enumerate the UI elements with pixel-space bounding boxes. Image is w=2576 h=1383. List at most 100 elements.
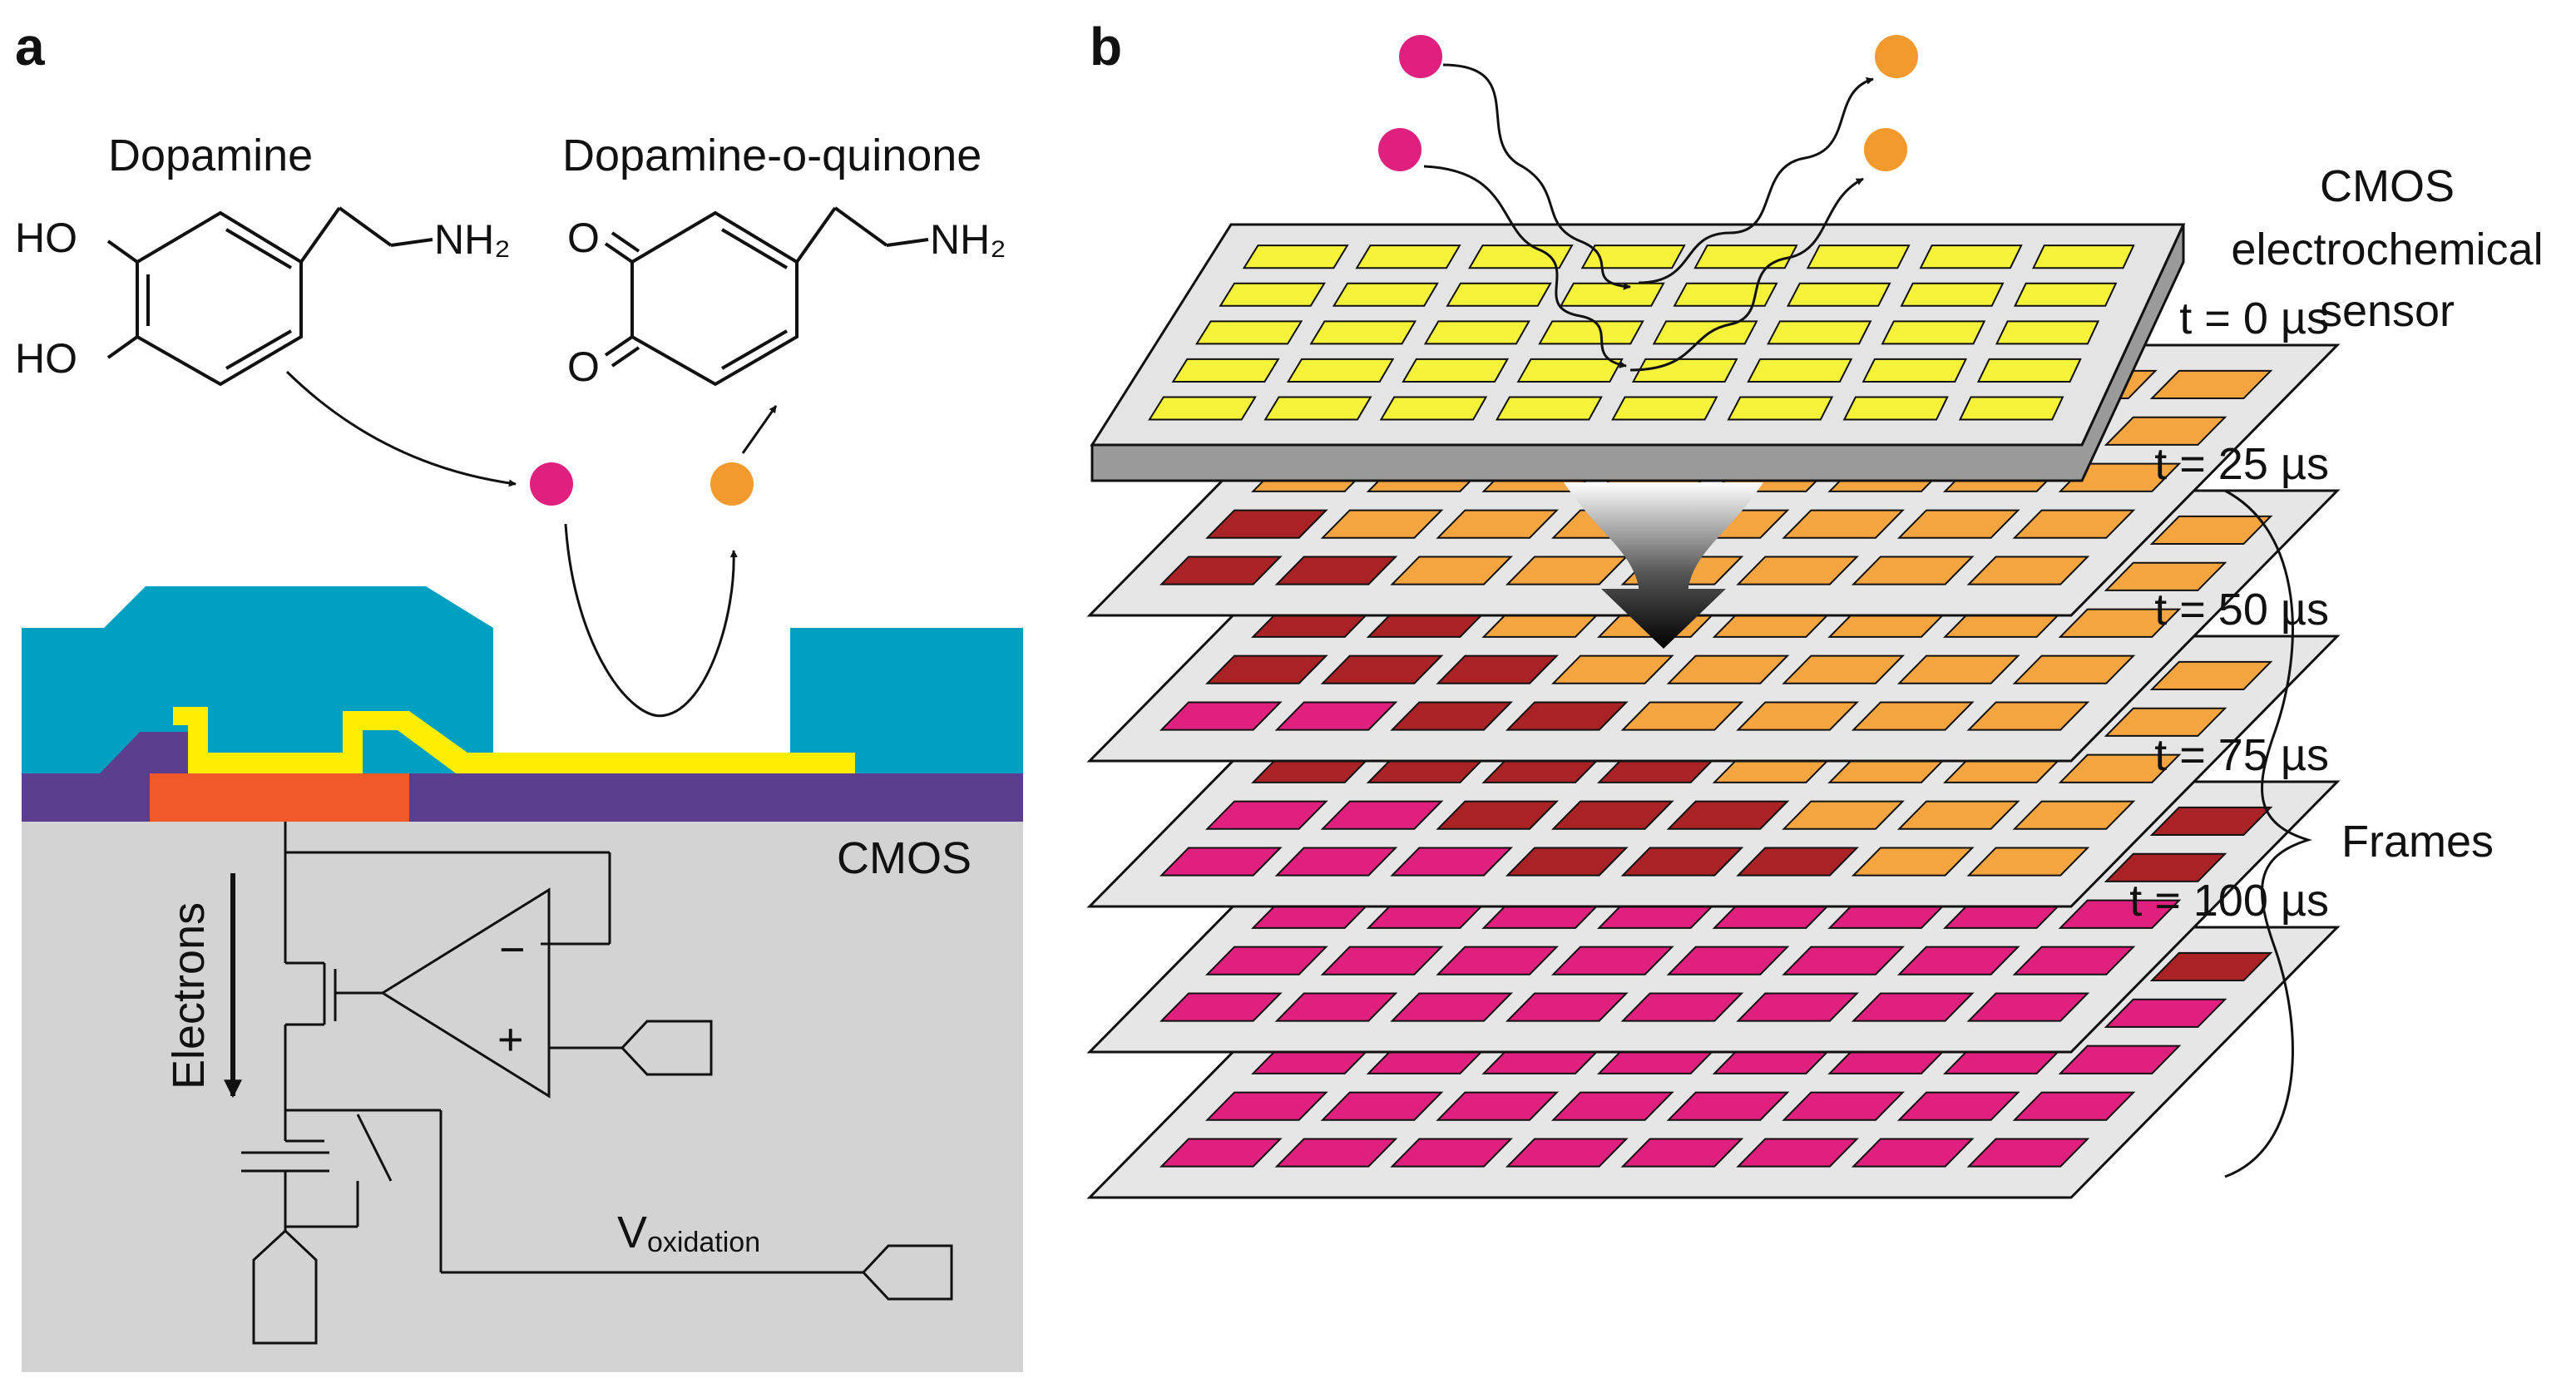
frame-4-pixel <box>1966 1138 2090 1168</box>
sensor-pixel <box>1900 282 2005 307</box>
frame-2-pixel <box>1851 847 1975 877</box>
frame-4-pixel <box>1736 1138 1859 1168</box>
electrode-layer <box>173 707 855 773</box>
frame-0-pixel <box>1966 556 2090 585</box>
oxide-slope <box>100 732 191 773</box>
frames-label: Frames <box>2341 817 2494 867</box>
frame-1-pixel <box>1550 654 1674 684</box>
frame-0-pixel <box>1782 509 1906 539</box>
quinone-release-arrow <box>741 405 778 454</box>
sensor-label-line-2: electrochemical <box>2231 225 2543 274</box>
frame-4-pixel <box>1205 1091 1328 1121</box>
frame-1-pixel <box>2149 515 2273 546</box>
frame-3-pixel <box>2012 946 2136 976</box>
dopamine-oh-bottom: HO <box>15 335 77 382</box>
quinone-structure <box>604 206 929 387</box>
frame-3-pixel <box>1320 946 1444 976</box>
cmos-substrate <box>22 822 1023 1372</box>
frame-time-label: t = 50 µs <box>2154 585 2329 635</box>
frame-2-pixel <box>1205 800 1328 830</box>
sensor-pixel <box>1263 396 1372 421</box>
dopamine-structure <box>106 206 433 387</box>
frame-4-pixel <box>1505 1138 1629 1168</box>
outgoing-quinone-particle-2 <box>1864 128 1907 171</box>
frame-3-pixel <box>1620 992 1744 1022</box>
frame-1-pixel <box>1896 654 2020 684</box>
sensor-pixel <box>1423 320 1530 345</box>
frame-1-pixel <box>2012 654 2136 684</box>
frame-2-pixel <box>1736 847 1859 877</box>
sensor-pixel <box>1995 320 2100 345</box>
frame-4-pixel <box>1320 1091 1444 1121</box>
frame-4-pixel <box>1620 1138 1744 1168</box>
frame-2-pixel <box>2104 707 2227 737</box>
frame-1-pixel <box>1320 654 1444 684</box>
dopamine-to-particle-arrow <box>285 370 517 487</box>
frame-2-pixel <box>1159 847 1283 877</box>
sensor-pixel <box>1309 320 1417 345</box>
readout-circuit <box>241 822 953 1345</box>
frame-2-pixel <box>2149 660 2273 691</box>
dopamine-particle <box>530 462 573 506</box>
frame-0-pixel <box>1436 509 1560 539</box>
frame-4-pixel <box>1782 1091 1906 1121</box>
frame-1-pixel <box>2058 608 2182 638</box>
frame-4-pixel <box>1274 1138 1398 1168</box>
frame-2-pixel <box>1666 800 1790 830</box>
quinone-label: Dopamine-o-quinone <box>562 131 981 180</box>
ground-terminal <box>252 1228 318 1345</box>
sensor-pixel <box>1806 244 1911 269</box>
frame-1-pixel <box>1620 701 1744 731</box>
frame-0-pixel <box>2149 369 2273 400</box>
frame-4-pixel <box>2104 998 2227 1028</box>
frame-3-pixel <box>1159 992 1283 1022</box>
frame-0-pixel <box>1274 556 1398 585</box>
frame-4-pixel <box>1896 1091 2020 1121</box>
frame-0-pixel <box>2012 509 2136 539</box>
voltage-subscript: oxidation <box>647 1227 760 1258</box>
sensor-pixel <box>1219 282 1326 307</box>
frame-3-pixel <box>1736 992 1859 1022</box>
sensor-pixel <box>2032 244 2135 269</box>
frame-3-pixel <box>1390 992 1514 1022</box>
frame-4-pixel <box>1550 1091 1674 1121</box>
frame-3-pixel <box>1896 946 2020 976</box>
sensor-label-line-3: sensor <box>2320 286 2455 336</box>
frame-0-pixel <box>1159 556 1283 585</box>
sensor-pixel <box>1402 358 1510 383</box>
frame-3-pixel <box>1966 992 2090 1022</box>
frame-3-pixel <box>1851 992 1975 1022</box>
sensor-pixel <box>1976 358 2082 383</box>
incoming-dopamine-particle-2 <box>1378 128 1421 171</box>
sensor-pixel <box>1242 244 1349 269</box>
oxidation-loop-arrow <box>564 523 738 718</box>
frame-2-pixel <box>1782 800 1906 830</box>
sensor-pixel <box>1673 282 1778 307</box>
frame-3-pixel <box>1782 946 1906 976</box>
sensor-pixel-grid <box>1148 244 2135 421</box>
quinone-amine: NH₂ <box>930 216 1006 263</box>
sensor-pixel <box>1355 244 1461 269</box>
sensor-pixel <box>1194 320 1303 345</box>
frame-3-pixel <box>1436 946 1560 976</box>
frame-0-pixel <box>1851 556 1975 585</box>
frame-4-pixel <box>1159 1138 1283 1168</box>
quinone-o-top: O <box>567 215 600 261</box>
frame-1-pixel <box>1736 701 1859 731</box>
frame-0-pixel <box>1736 556 1859 585</box>
sensor-pixel <box>1516 358 1624 383</box>
sensor-pixel <box>2013 282 2118 307</box>
sensor-pixel <box>1611 396 1718 421</box>
sensor-pixel <box>1919 244 2023 269</box>
dopamine-label: Dopamine <box>108 131 313 180</box>
quinone-particle <box>710 462 754 506</box>
frame-2-pixel <box>1550 800 1674 830</box>
frame-1-pixel <box>1505 701 1629 731</box>
frame-time-label: t = 100 µs <box>2129 876 2329 926</box>
dopamine-amine: NH₂ <box>434 216 511 263</box>
frame-4-pixel <box>1666 1091 1790 1121</box>
frame-3-pixel <box>2058 899 2182 929</box>
projection-funnel <box>1564 482 1763 649</box>
frame-2-pixel <box>1436 800 1560 830</box>
opamp-minus: − <box>499 925 526 975</box>
